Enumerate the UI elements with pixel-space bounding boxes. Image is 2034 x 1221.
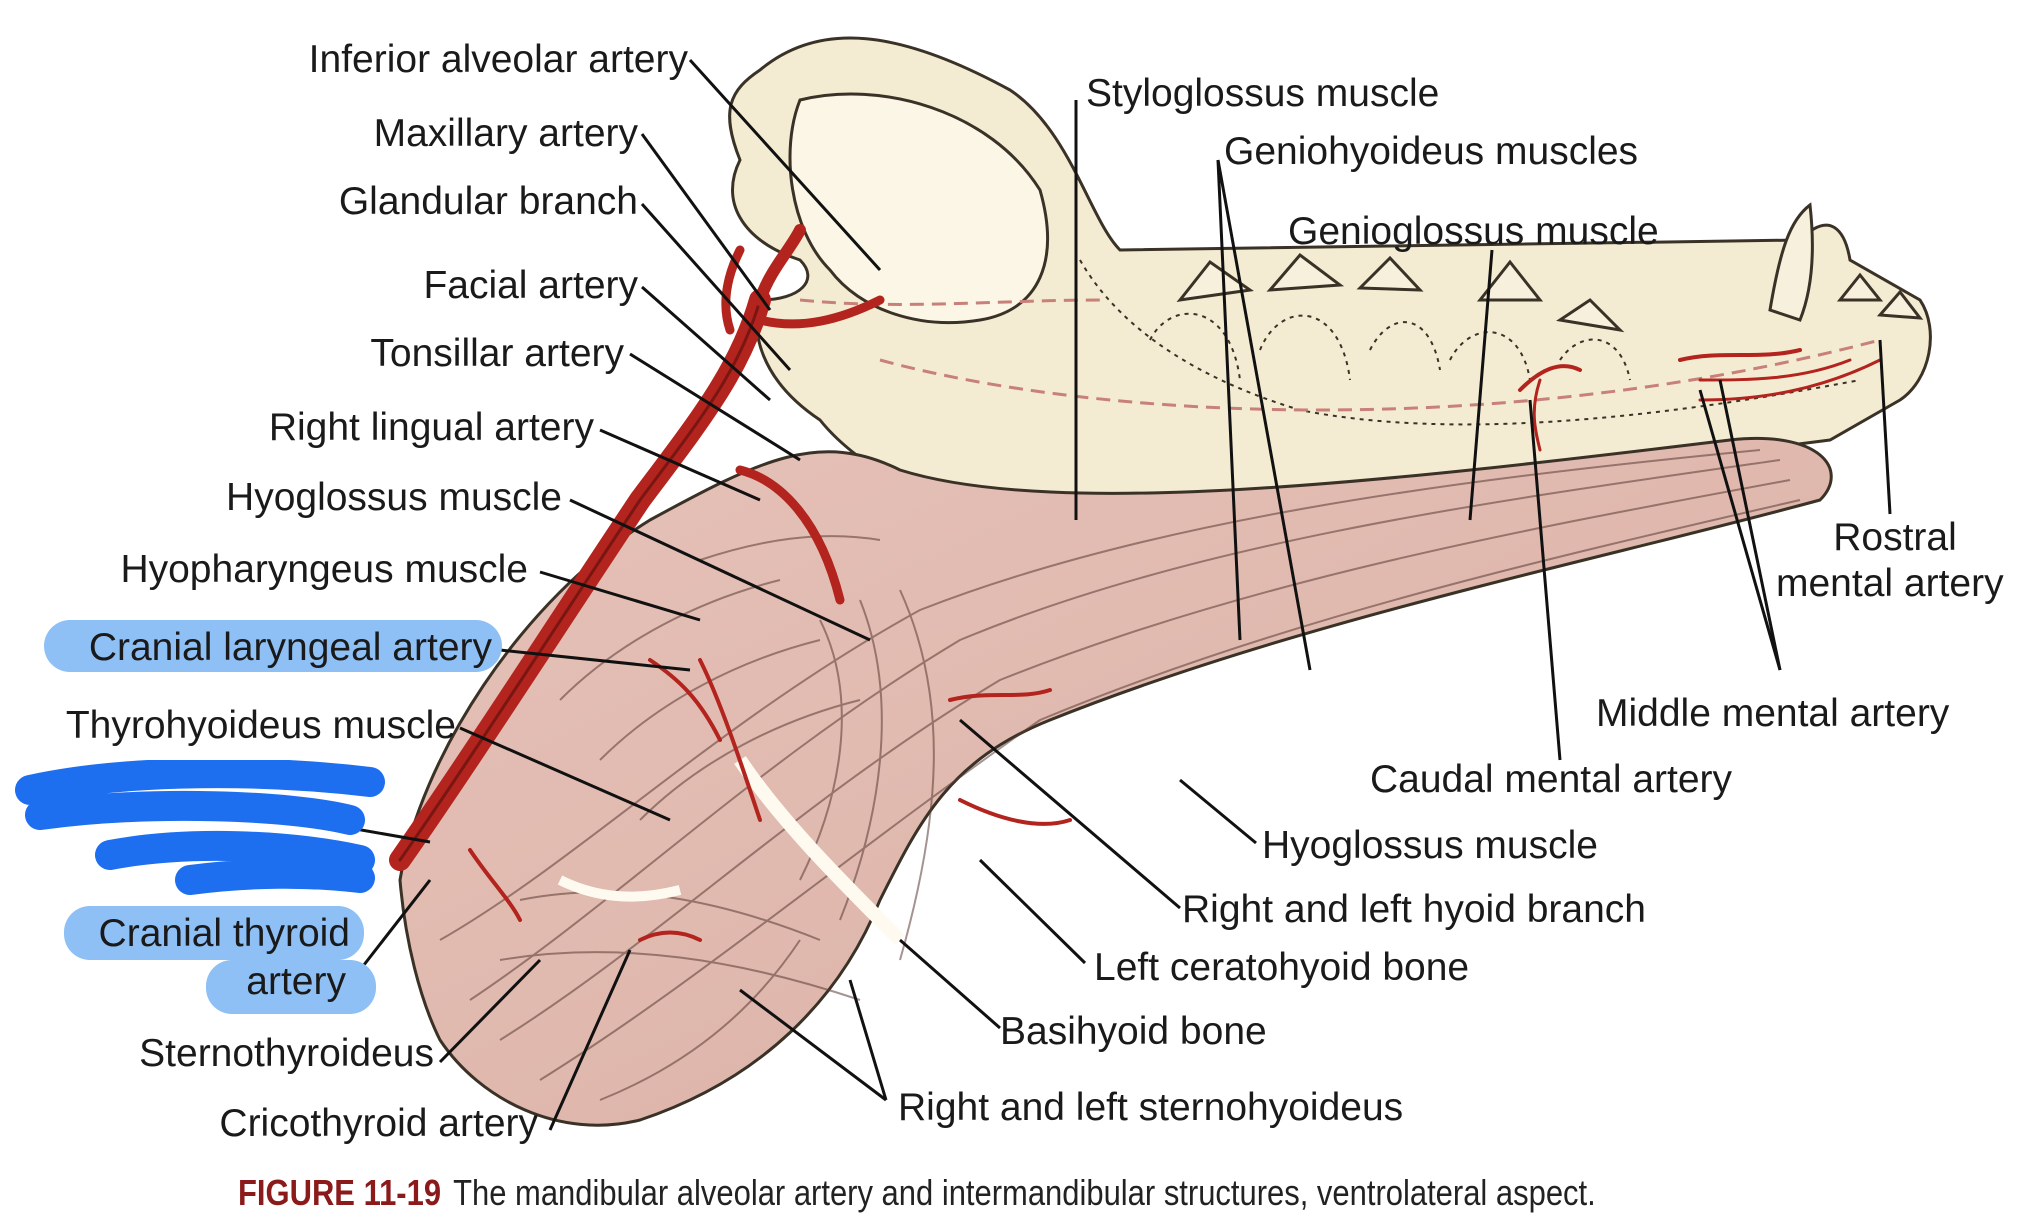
figure-caption: FIGURE 11-19 The mandibular alveolar arte… bbox=[238, 1172, 1596, 1214]
muscle-mass bbox=[398, 437, 1833, 1127]
label-cranial-thyroid: Cranial thyroid bbox=[98, 912, 350, 955]
label-sternohyoideus: Right and left sternohyoideus bbox=[898, 1086, 1404, 1129]
label-facial-artery: Facial artery bbox=[423, 264, 638, 307]
label-right-lingual-artery: Right lingual artery bbox=[268, 406, 594, 449]
label-thyrohyoideus-muscle: Thyrohyoideus muscle bbox=[65, 704, 456, 747]
label-rostral-mental-artery: mental artery bbox=[1776, 562, 2004, 605]
label-hyoglossus-muscle-left: Hyoglossus muscle bbox=[226, 476, 562, 519]
label-styloglossus-muscle: Styloglossus muscle bbox=[1086, 72, 1440, 115]
redaction-scribble bbox=[15, 760, 385, 895]
label-sternothyroideus: Sternothyroideus bbox=[139, 1032, 434, 1075]
label-middle-mental-artery: Middle mental artery bbox=[1596, 692, 1950, 735]
label-cricothyroid-artery: Cricothyroid artery bbox=[219, 1102, 538, 1145]
highlight-artery bbox=[206, 960, 376, 1014]
label-inferior-alveolar-artery: Inferior alveolar artery bbox=[308, 38, 688, 81]
label-hyoglossus-muscle-right: Hyoglossus muscle bbox=[1262, 824, 1598, 867]
highlight-cranial-thyroid bbox=[64, 906, 364, 960]
figure-caption-text: The mandibular alveolar artery and inter… bbox=[453, 1172, 1596, 1213]
label-basihyoid-bone: Basihyoid bone bbox=[1000, 1010, 1267, 1053]
label-maxillary-artery: Maxillary artery bbox=[373, 112, 638, 155]
label-cranial-laryngeal-artery: Cranial laryngeal artery bbox=[88, 626, 492, 669]
label-hyoid-branch: Right and left hyoid branch bbox=[1182, 888, 1646, 931]
label-tonsillar-artery: Tonsillar artery bbox=[370, 332, 624, 375]
figure-number: FIGURE 11-19 bbox=[238, 1172, 442, 1213]
label-rostral: Rostral bbox=[1833, 516, 1957, 559]
label-hyopharyngeus-muscle: Hyopharyngeus muscle bbox=[120, 548, 528, 591]
label-caudal-mental-artery: Caudal mental artery bbox=[1370, 758, 1733, 801]
label-glandular-branch: Glandular branch bbox=[338, 180, 638, 223]
label-geniohyoideus-muscles: Geniohyoideus muscles bbox=[1224, 130, 1639, 173]
label-genioglossus-muscle: Genioglossus muscle bbox=[1288, 210, 1659, 253]
label-cranial-thyroid-artery-cont: artery bbox=[246, 960, 346, 1003]
label-left-ceratohyoid-bone: Left ceratohyoid bone bbox=[1094, 946, 1470, 989]
highlight-cranial-laryngeal bbox=[44, 620, 502, 672]
